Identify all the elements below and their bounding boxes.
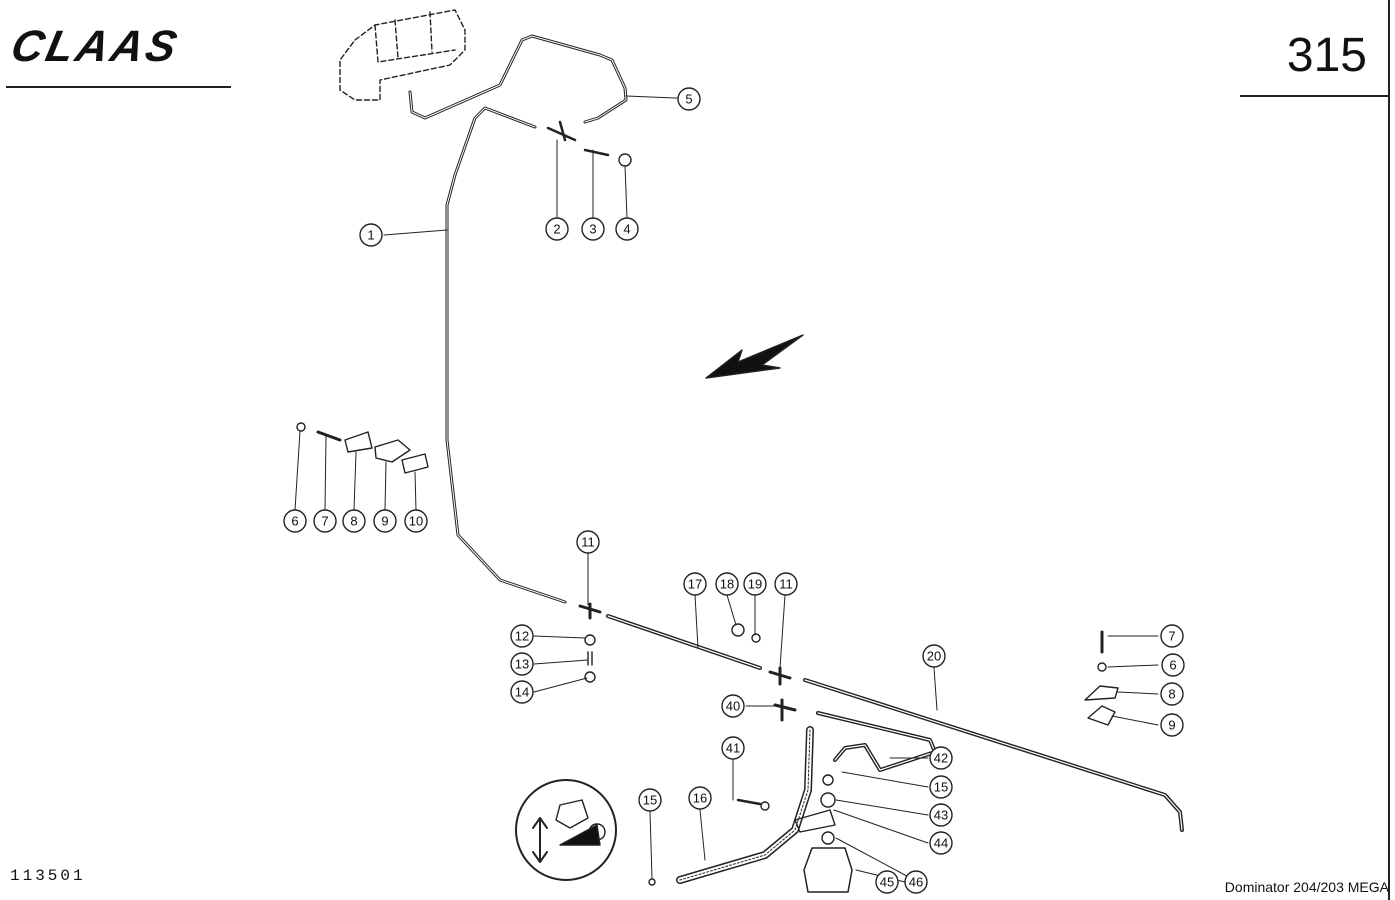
- callout-circle: [715, 572, 739, 596]
- callout-label: 15: [934, 780, 948, 795]
- callout-circle: [283, 509, 307, 533]
- callout-circle: [922, 644, 946, 668]
- callout-label: 20: [927, 649, 941, 664]
- callout-circle: [404, 509, 428, 533]
- callout-label: 11: [779, 577, 793, 592]
- accumulator: [803, 847, 853, 893]
- callout-circle: [904, 870, 928, 894]
- callout-label: 15: [643, 793, 657, 808]
- callout-label: 5: [685, 92, 692, 107]
- header-rule-left: [6, 86, 231, 88]
- callout-circle: [677, 87, 701, 111]
- callout-circle: [743, 572, 767, 596]
- callout-circle: [615, 217, 639, 241]
- callout-circle: [373, 509, 397, 533]
- callout-label: 6: [1169, 658, 1176, 673]
- callout-circle: [1160, 682, 1184, 706]
- safety-symbol-icon: [515, 779, 617, 881]
- callout-label: 46: [909, 875, 923, 890]
- callout-circle: [545, 217, 569, 241]
- callout-circle: [1161, 653, 1185, 677]
- callout-circle: [929, 831, 953, 855]
- callout-circle: [721, 736, 745, 760]
- callout-circle: [929, 746, 953, 770]
- callout-label: 44: [934, 836, 948, 851]
- callout-label: 40: [726, 699, 740, 714]
- callout-circle: [510, 624, 534, 648]
- callout-label: 8: [350, 514, 357, 529]
- callout-label: 19: [748, 577, 762, 592]
- direction-arrow-icon: [705, 334, 804, 379]
- callout-label: 1: [367, 228, 374, 243]
- callout-circle: [774, 572, 798, 596]
- callout-circle: [1160, 624, 1184, 648]
- callout-circle: [638, 788, 662, 812]
- callout-circle: [576, 530, 600, 554]
- callout-label: 41: [726, 741, 740, 756]
- callout-label: 10: [409, 514, 423, 529]
- valve-block: [339, 9, 466, 101]
- page-number: 315: [1286, 29, 1367, 82]
- callout-circle: [581, 217, 605, 241]
- drawing-number: 113501: [10, 867, 86, 885]
- callout-circle: [929, 775, 953, 799]
- callout-label: 9: [1168, 718, 1175, 733]
- callout-circle: [359, 223, 383, 247]
- callout-label: 45: [880, 875, 894, 890]
- callout-label: 4: [623, 222, 630, 237]
- pipe-42: [816, 711, 937, 772]
- callout-label: 7: [321, 514, 328, 529]
- callout-label: 8: [1168, 687, 1175, 702]
- callout-circle: [510, 680, 534, 704]
- model-label: Dominator 204/203 MEGA: [1224, 879, 1389, 895]
- callout-circle: [875, 870, 899, 894]
- callout-label: 18: [720, 577, 734, 592]
- callout-label: 12: [515, 629, 529, 644]
- callout-circle: [721, 694, 745, 718]
- callout-circle: [929, 803, 953, 827]
- callout-label: 3: [589, 222, 596, 237]
- header-rule-right: [1240, 95, 1390, 97]
- callout-circle: [510, 652, 534, 676]
- frame-border: [1388, 0, 1390, 900]
- callout-circle: [313, 509, 337, 533]
- callout-label: 43: [934, 808, 948, 823]
- callout-label: 11: [581, 535, 595, 550]
- callout-label: 6: [291, 514, 298, 529]
- callout-label: 14: [515, 685, 529, 700]
- callout-circle: [1160, 713, 1184, 737]
- callout-label: 16: [693, 791, 707, 806]
- callout-label: 2: [553, 222, 560, 237]
- callout-label: 7: [1168, 629, 1175, 644]
- callout-circle: [342, 509, 366, 533]
- callout-circle: [688, 786, 712, 810]
- callout-label: 17: [688, 577, 702, 592]
- callout-label: 13: [515, 657, 529, 672]
- pipe-1: [445, 106, 567, 604]
- callout-label: 9: [381, 514, 388, 529]
- callout-label: 42: [934, 751, 948, 766]
- callout-circle: [683, 572, 707, 596]
- pipe-20: [803, 678, 1184, 832]
